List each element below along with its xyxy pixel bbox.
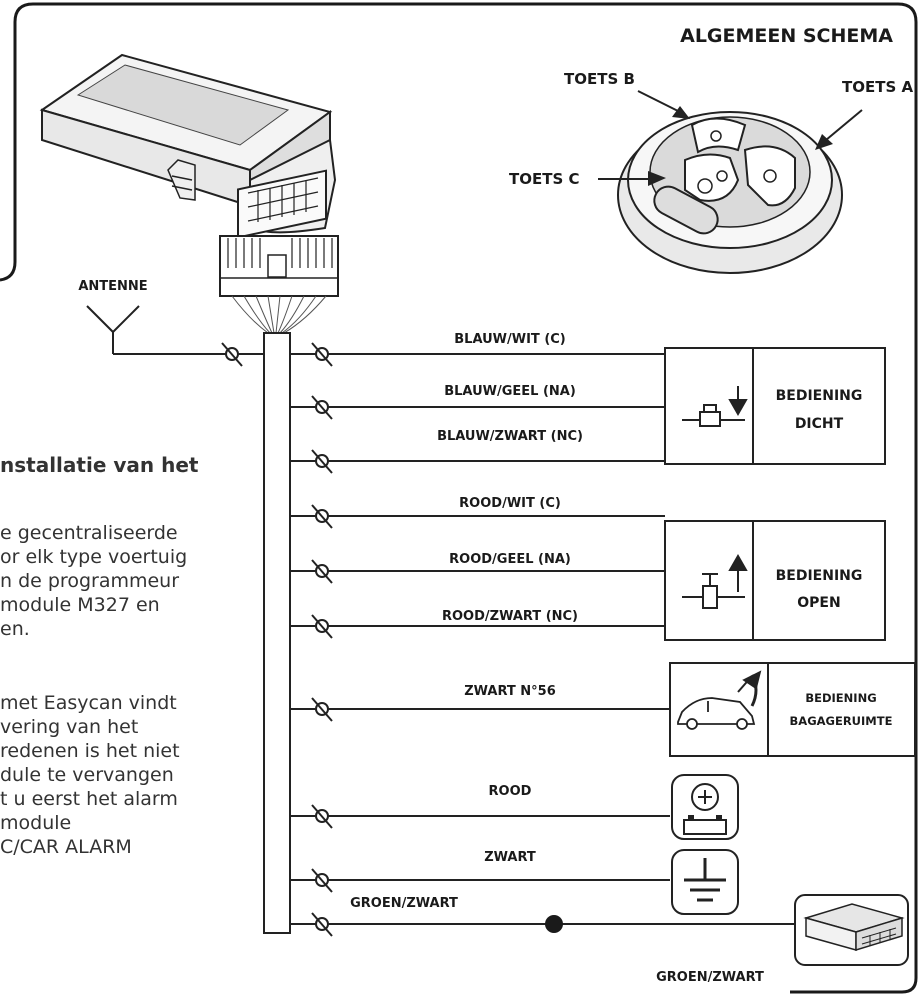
wire-label-rood: ROOD <box>489 784 532 799</box>
key-label-c: TOETS C <box>509 170 580 188</box>
control-box-dicht <box>664 347 886 465</box>
wire-harness <box>263 332 291 934</box>
box-trunk-label-2: BAGAGERUIMTE <box>790 714 893 728</box>
button-c-icon <box>684 153 740 202</box>
battery-icon <box>671 774 739 840</box>
control-module-image <box>39 53 337 239</box>
wire-label-blauw-zwart: BLAUW/ZWART (NC) <box>437 429 583 444</box>
diagram-title: ALGEMEEN SCHEMA <box>680 25 893 47</box>
background-line: module M327 en <box>0 594 160 616</box>
car-trunk-icon <box>677 670 762 730</box>
antenna-symbol <box>86 305 264 355</box>
wire-label-groen-zwart-module: GROEN/ZWART <box>656 970 764 985</box>
wire-connector-symbols <box>311 342 333 937</box>
wire-label-rood-zwart: ROOD/ZWART (NC) <box>442 609 578 624</box>
background-line: C/CAR ALARM <box>0 836 132 858</box>
ground-icon <box>671 849 739 915</box>
box-trunk-label-1: BEDIENING <box>805 691 876 705</box>
control-box-trunk <box>669 662 916 757</box>
background-line: t u eerst het alarm <box>0 788 178 810</box>
control-box-open <box>664 520 886 641</box>
wire-label-rood-geel: ROOD/GEEL (NA) <box>449 552 571 567</box>
button-a-icon <box>743 145 796 207</box>
box-open-label-2: OPEN <box>797 595 840 611</box>
wire-lines <box>290 353 795 925</box>
lock-actuator-up-symbol <box>682 553 748 609</box>
background-line: e gecentraliseerde <box>0 522 178 544</box>
background-line: en. <box>0 618 30 640</box>
lock-actuator-down-symbol <box>682 386 748 427</box>
background-line: vering van het <box>0 716 139 738</box>
arrow-c <box>648 171 666 186</box>
wire-junction-dot <box>545 915 563 933</box>
wire-label-rood-wit: ROOD/WIT (C) <box>459 496 561 511</box>
antenna-connector-symbol <box>221 342 243 367</box>
box-dicht-label-1: BEDIENING <box>776 388 863 404</box>
box-open-label-1: BEDIENING <box>776 568 863 584</box>
remote-key-fob <box>617 111 843 274</box>
background-line: dule te vervangen <box>0 764 174 786</box>
background-line: redenen is het niet <box>0 740 180 762</box>
background-line: module <box>0 812 72 834</box>
wire-label-blauw-geel: BLAUW/GEEL (NA) <box>444 384 576 399</box>
background-line: n de programmeur <box>0 570 180 592</box>
button-b-icon <box>690 117 747 154</box>
box-dicht-label-2: DICHT <box>795 416 844 432</box>
connector-plug <box>219 235 339 334</box>
background-heading: nstallatie van het <box>0 453 199 477</box>
key-label-a: TOETS A <box>842 78 913 96</box>
background-line: met Easycan vindt <box>0 692 177 714</box>
wire-label-groen-zwart: GROEN/ZWART <box>350 896 458 911</box>
arrow-b <box>672 106 690 119</box>
arrow-a <box>815 134 833 150</box>
background-line: or elk type voertuig <box>0 546 188 568</box>
wire-label-blauw-wit: BLAUW/WIT (C) <box>454 332 566 347</box>
antenna-label: ANTENNE <box>78 279 147 294</box>
wire-label-zwart: ZWART <box>484 850 536 865</box>
key-label-b: TOETS B <box>564 70 635 88</box>
wire-label-zwart-56: ZWART N°56 <box>464 684 556 699</box>
alarm-module-icon <box>794 894 909 966</box>
